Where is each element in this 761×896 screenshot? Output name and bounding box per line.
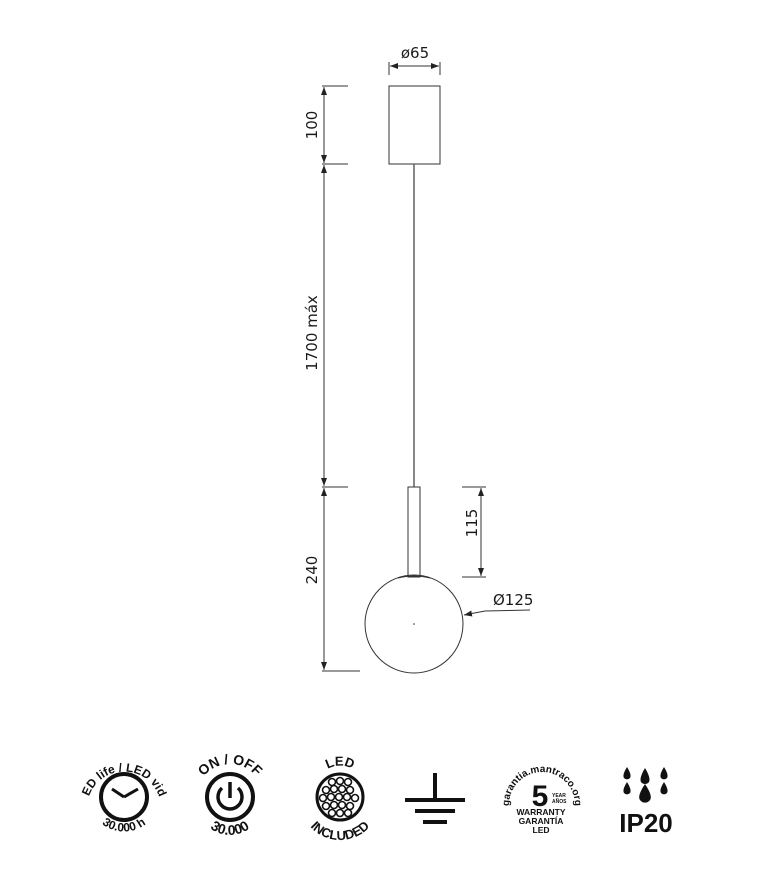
led-array-icon [315, 772, 365, 822]
svg-text:LED: LED [323, 753, 357, 771]
warranty-line2: GARANTÍA [519, 816, 564, 826]
cable-length-label: 1700 máx [303, 295, 321, 371]
warranty-year-text: YEAR [552, 793, 566, 799]
led-life-bottom-text: 30.000 h [100, 815, 148, 835]
led-bottom-text: INCLUDED [308, 818, 372, 843]
globe [364, 574, 464, 674]
warranty-line3: LED [533, 825, 550, 835]
power-icon [205, 772, 255, 822]
globe-diameter-dimension: Ø125 [463, 591, 533, 617]
on-off-badge: ON / OFF 30.000 [194, 751, 266, 838]
warranty-anos-text: AÑOS [552, 798, 567, 805]
lamp-height-label: 240 [303, 556, 321, 585]
svg-text:INCLUDED: INCLUDED [308, 818, 372, 843]
warranty-years-number: 5 [532, 780, 549, 813]
ip-rating-label: IP20 [619, 808, 673, 838]
clock-icon [99, 772, 149, 822]
water-drops-icon [623, 767, 668, 803]
canopy [388, 85, 441, 165]
canopy-diameter-label: ø65 [401, 44, 429, 62]
ground-icon [405, 773, 465, 824]
stem-length-dimension: 115 [462, 486, 486, 578]
globe-diameter-label: Ø125 [493, 591, 533, 609]
canopy-height-label: 100 [303, 111, 321, 140]
stem [407, 486, 421, 578]
warranty-badge: garantia.mantraco.org 5 YEAR AÑOS WARRAN… [501, 764, 583, 835]
led-life-badge: LED life / LED vida 30.000 h [0, 0, 170, 835]
canopy-diameter-dimension: ø65 [388, 44, 441, 75]
warranty-line1: WARRANTY [516, 807, 565, 817]
led-top-text: LED [323, 753, 357, 771]
on-off-bottom-text: 30.000 [208, 817, 251, 838]
led-life-top-text: LED life / LED vida [0, 0, 170, 798]
ip-rating-badge: IP20 [619, 767, 673, 838]
stem-length-label: 115 [463, 509, 481, 538]
led-included-badge: LED INCLUDED [308, 753, 372, 843]
height-dimensions: 100 1700 máx 240 [303, 85, 360, 672]
svg-text:30.000: 30.000 [208, 817, 251, 838]
svg-text:LED life / LED vida: LED life / LED vida [0, 0, 170, 798]
svg-text:30.000 h: 30.000 h [100, 815, 148, 835]
